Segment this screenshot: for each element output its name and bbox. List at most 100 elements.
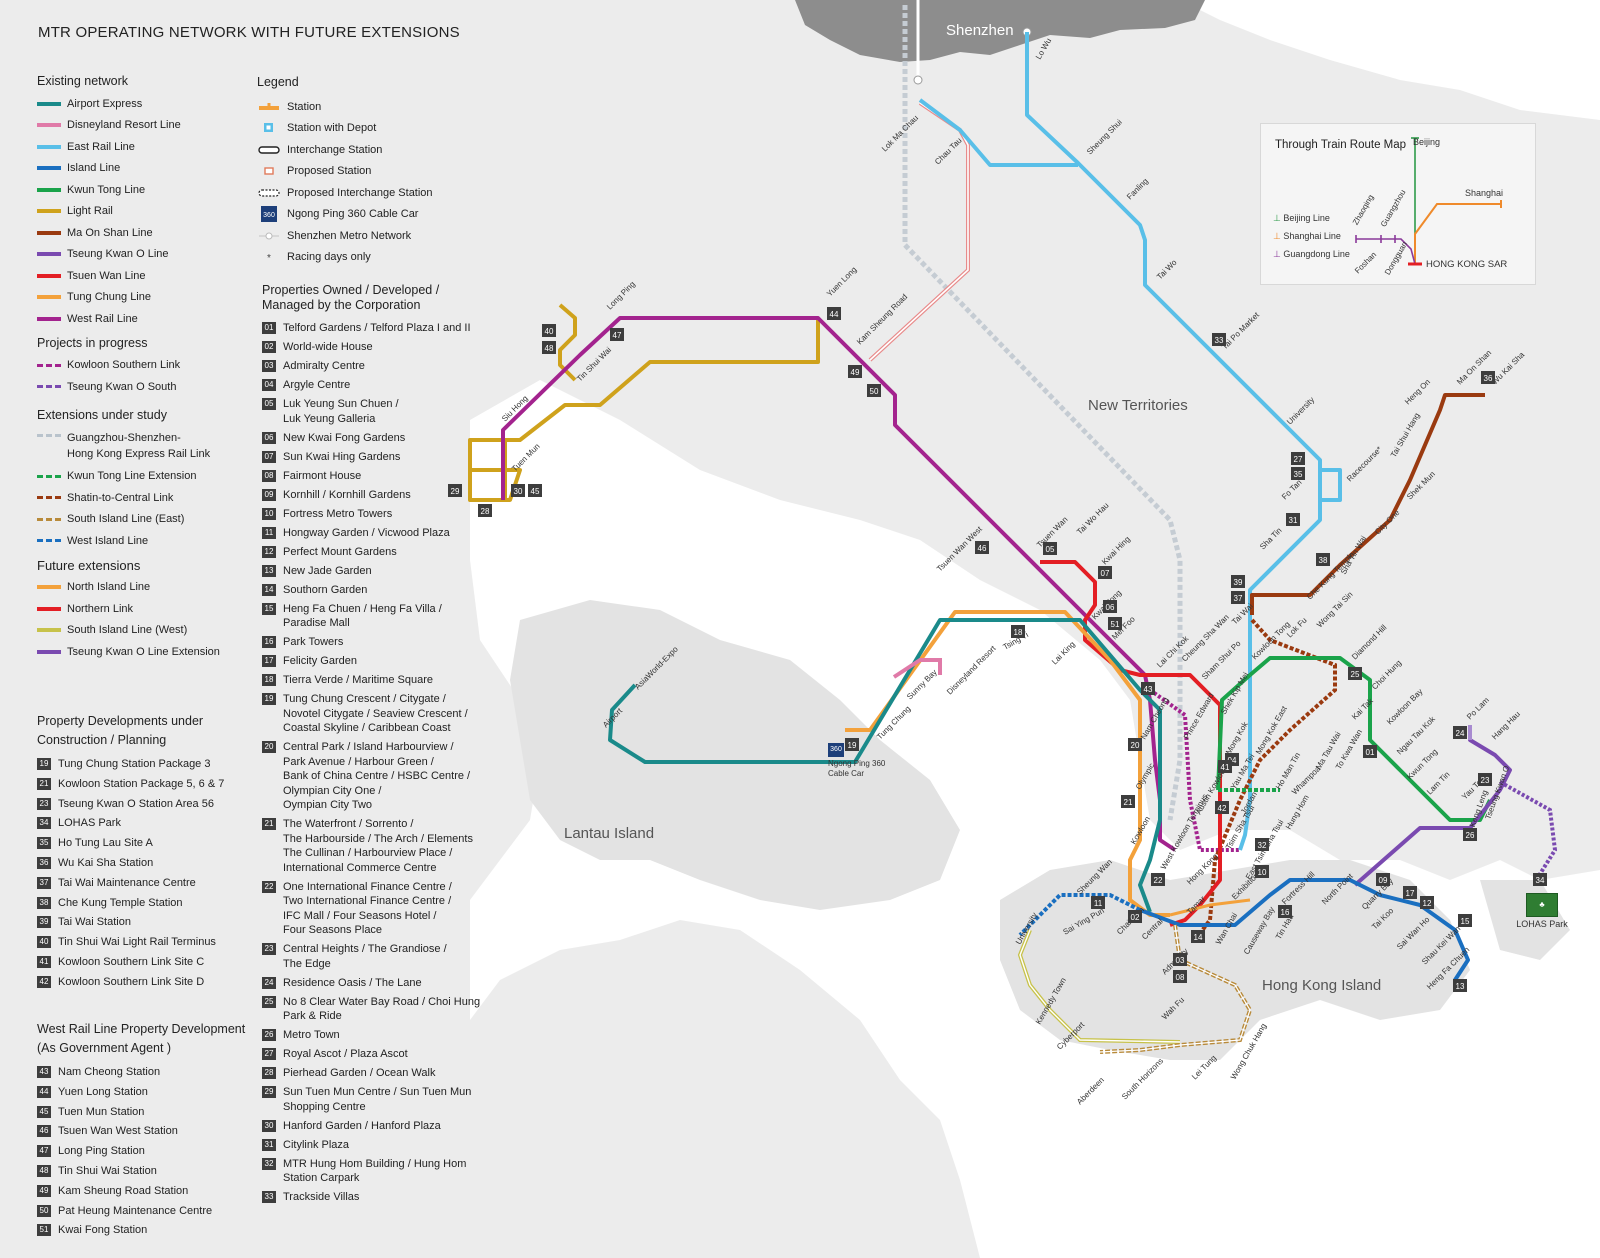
map-property-badge-number: 48 (545, 344, 554, 353)
property-name-line: Fairmont House (283, 469, 362, 482)
property-name-line: Central Heights / The Grandiose / (283, 943, 447, 955)
property-name-line: Admiralty Centre (283, 360, 365, 372)
property-number-badge: 21 (262, 818, 276, 830)
through-train-title: Through Train Route Map (1275, 139, 1407, 151)
tt-beijing-line: ⊥ Beijing Line (1273, 213, 1330, 223)
legend-item-label: Proposed Interchange Station (287, 186, 433, 199)
property-name: The Waterfront / Sorrento /The Harboursi… (283, 817, 473, 875)
property-number-badge: 17 (262, 655, 276, 667)
property-number-badge: 30 (262, 1119, 276, 1132)
property-name-line: Perfect Mount Gardens (283, 545, 397, 558)
line-swatch (37, 166, 61, 171)
property-number-badge: 40 (37, 936, 51, 949)
property-name: Tung Chung Station Package 3 (58, 758, 211, 770)
property-number-badge: 11 (262, 526, 276, 539)
legend-item: *Racing days only (257, 247, 477, 269)
tt-shanghai: Shanghai (1465, 188, 1504, 198)
property-name: Tin Shui Wai Light Rail Terminus (58, 936, 216, 949)
property-name: Telford Gardens / Telford Plaza I and II (283, 321, 471, 336)
legend-item: Station with Depot (257, 118, 477, 140)
map-property-badge (1173, 970, 1187, 983)
map-property-badge-number: 32 (1258, 841, 1267, 850)
line-swatch (37, 606, 61, 611)
property-number-badge: 51 (37, 1224, 51, 1237)
property-name: Southorn Garden (283, 583, 367, 598)
map-property-badge (1481, 371, 1495, 384)
property-name-line: Hongway Garden / Vicwood Plaza (283, 526, 450, 539)
property-name-line: No 8 Clear Water Bay Road / Choi Hung (283, 995, 481, 1008)
lohas-park-marker: ♣ LOHAS Park (1509, 893, 1575, 929)
proposed-interchange-icon (257, 188, 281, 198)
map-property-badge (1478, 773, 1492, 786)
property-name-line: Bank of China Centre / HSBC Centre / (283, 770, 471, 782)
property-name: Trackside Villas (283, 1190, 359, 1205)
map-property-badge (1453, 726, 1467, 739)
cable-car-map-label: 360 Ngong Ping 360 Cable Car (828, 743, 885, 779)
property-name-line: Residence Oasis / The Lane (283, 976, 422, 989)
property-number-badge: 21 (37, 777, 51, 790)
property-name-line: Sun Tuen Mun Centre / Sun Tuen Mun (283, 1086, 472, 1098)
line-label: Island Line (67, 162, 121, 175)
map-property-badge-number: 23 (1481, 776, 1490, 785)
property-name: Kowloon Southern Link Site D (58, 975, 205, 988)
line-label: West Rail Line (67, 312, 138, 325)
legend-line-item: Ma On Shan Line (37, 222, 252, 244)
tseung-kwan-o-line (1353, 730, 1512, 887)
cable-car-icon: 360 (828, 743, 844, 757)
map-property-badge-number: 11 (1094, 899, 1103, 908)
map-property-badge (1043, 542, 1057, 555)
property-name: New Kwai Fong Gardens (283, 431, 405, 446)
line-swatch (37, 474, 61, 478)
line-label: Airport Express (67, 97, 143, 110)
property-name-line: Paradise Mall (283, 617, 350, 629)
racing-icon: * (257, 252, 281, 262)
map-property-badge-number: 41 (1221, 763, 1230, 772)
property-number-badge: 29 (262, 1086, 276, 1098)
property-name: Kowloon Southern Link Site C (58, 955, 205, 968)
existing-network-heading: Existing network (37, 74, 129, 88)
line-swatch (37, 230, 61, 235)
map-property-badge (1231, 575, 1245, 588)
property-name: Hanford Garden / Hanford Plaza (283, 1119, 441, 1134)
property-item: 40 Tin Shui Wai Light Rail Terminus (37, 935, 252, 950)
property-number-badge: 05 (262, 398, 276, 410)
line-label: Kwun Tong Line Extension (67, 470, 197, 483)
property-name: World-wide House (283, 340, 373, 355)
property-number-badge: 33 (262, 1191, 276, 1203)
map-property-badge-number: 14 (1194, 933, 1203, 942)
lohas-park-label: LOHAS Park (1516, 919, 1568, 929)
property-name: Tai Wai Station (58, 916, 131, 929)
property-name: Ho Tung Lau Site A (58, 837, 153, 850)
property-name: Fortress Metro Towers (283, 507, 392, 522)
property-name-line: Park Avenue / Harbour Green / (283, 755, 434, 768)
property-name-line: Olympian City One / (283, 784, 382, 797)
map-property-badge (1231, 591, 1245, 604)
legend-line-item: Island Line (37, 158, 252, 180)
legend-item-label: Station (287, 100, 322, 113)
legend-line-item: Light Rail (37, 201, 252, 223)
property-name-line: Hanford Garden / Hanford Plaza (283, 1119, 441, 1132)
property-name-line: World-wide House (283, 341, 373, 353)
property-name: Yuen Long Station (58, 1085, 148, 1098)
legend-line-item: North Island Line (37, 577, 252, 599)
legend-line-item: Shatin-to-Central Link (37, 487, 252, 509)
line-swatch (37, 252, 61, 257)
property-name-line: Felicity Garden (283, 655, 357, 667)
legend-line-item: Tseung Kwan O Line Extension (37, 641, 252, 663)
property-name-line: Citylink Plaza (283, 1138, 350, 1151)
legend-line-item: Northern Link (37, 598, 252, 620)
property-number-badge: 35 (37, 837, 51, 850)
property-number-badge: 41 (37, 955, 51, 968)
line-label: East Rail Line (67, 140, 135, 153)
map-property-badge-number: 50 (870, 387, 879, 396)
